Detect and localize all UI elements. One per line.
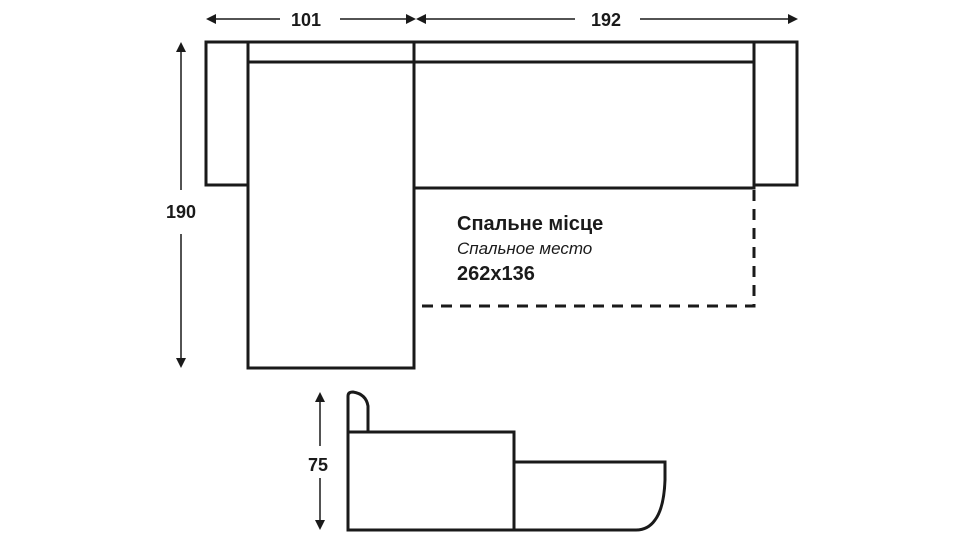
- right-armrest: [752, 40, 799, 187]
- arrow-left-icon: [206, 14, 216, 24]
- arrow-up-icon: [315, 392, 325, 402]
- arrow-down-icon: [176, 358, 186, 368]
- sleeping-area-subtitle: Спальное место: [457, 239, 592, 258]
- width-right-dimension: 192: [416, 10, 798, 30]
- top-view: [204, 40, 799, 370]
- arrow-right-icon: [788, 14, 798, 24]
- sleeping-area-title: Спальне місце: [457, 213, 603, 235]
- arrow-right-icon: [406, 14, 416, 24]
- width-right-label: 192: [591, 10, 621, 30]
- arrow-up-icon: [176, 42, 186, 52]
- depth-dimension: 190: [166, 42, 196, 368]
- arrow-down-icon: [315, 520, 325, 530]
- unfolded-berth-outline: [416, 190, 756, 308]
- height-dimension: 75: [308, 392, 328, 530]
- chaise-back: [246, 40, 416, 64]
- sleeping-area-size: 262x136: [457, 263, 535, 285]
- width-left-label: 101: [291, 10, 321, 30]
- side-body: [346, 430, 516, 532]
- main-back: [412, 40, 756, 64]
- main-seat: [412, 60, 756, 190]
- side-backrest: [346, 390, 370, 432]
- height-label: 75: [308, 455, 328, 475]
- chaise-seat: [246, 60, 416, 370]
- side-berth: [514, 460, 667, 532]
- side-view: [346, 390, 667, 532]
- left-armrest: [204, 40, 250, 187]
- arrow-left-icon: [416, 14, 426, 24]
- width-left-dimension: 101: [206, 10, 416, 30]
- sleeping-area-label: Спальне місце Спальное место 262x136: [457, 213, 603, 285]
- depth-label: 190: [166, 202, 196, 222]
